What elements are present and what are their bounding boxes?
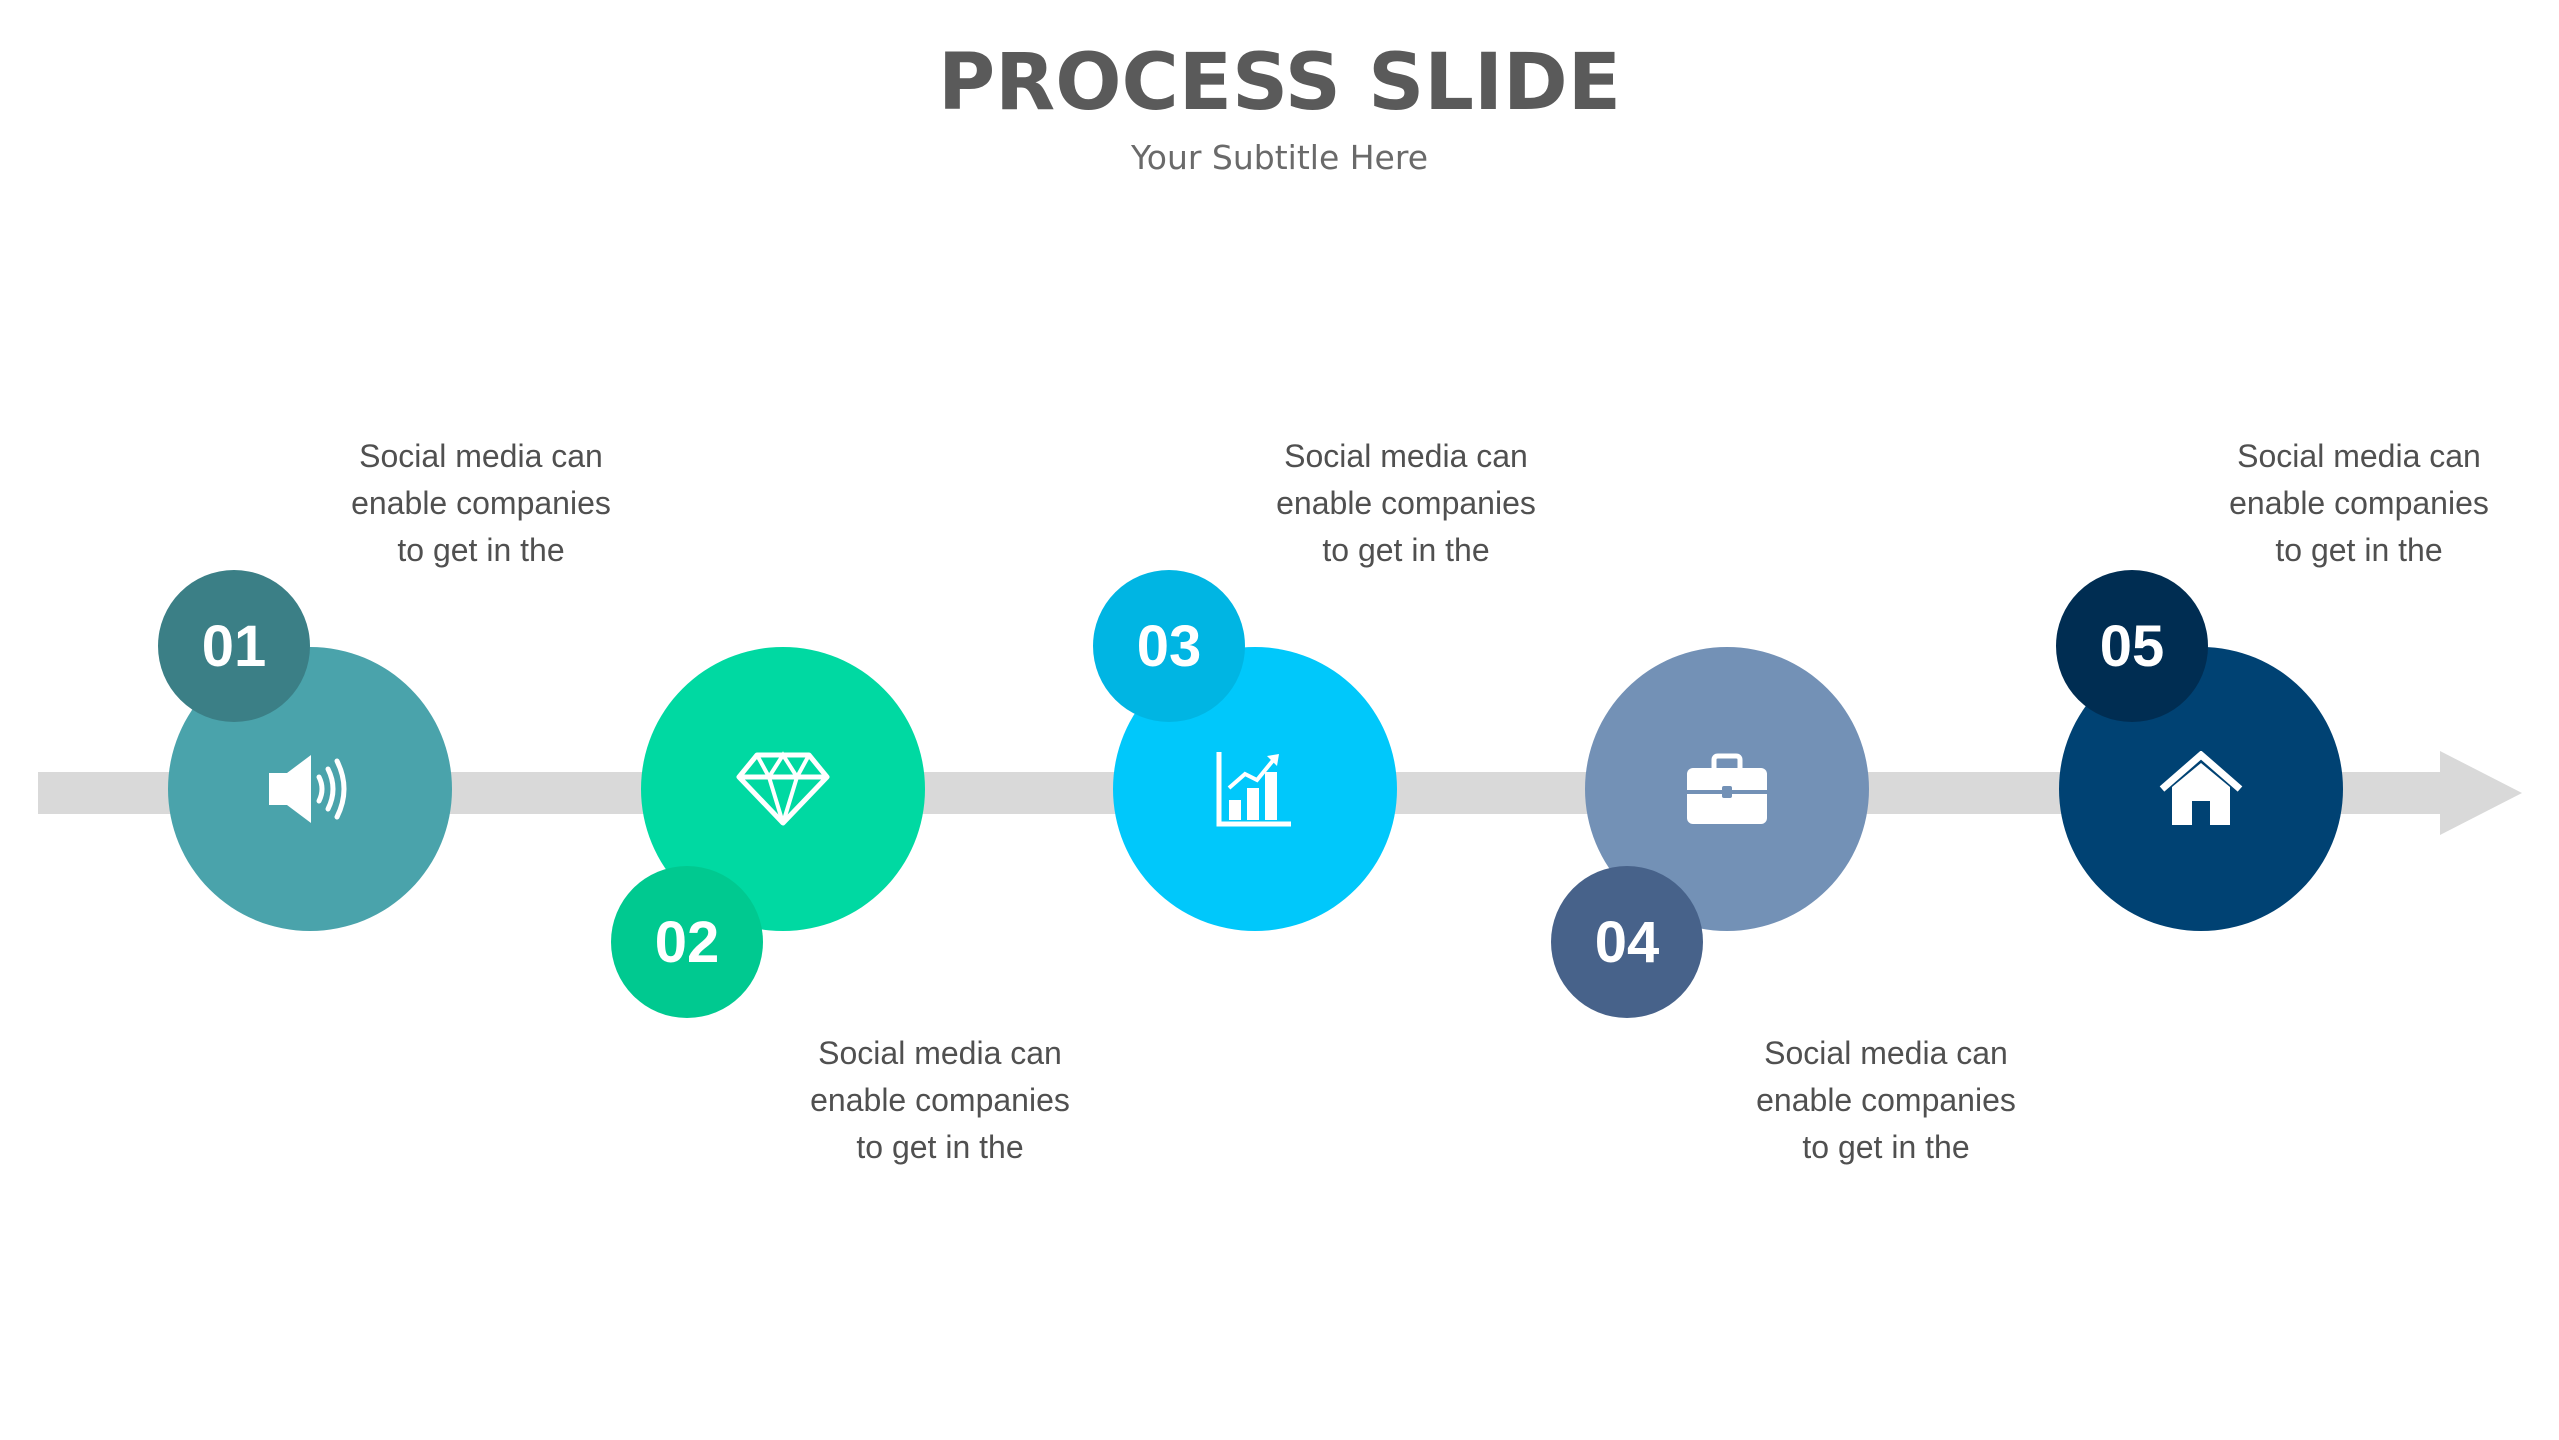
home-icon — [2158, 751, 2244, 827]
step-3-description: Social media can enable companies to get… — [1206, 433, 1606, 574]
step-5-description: Social media can enable companies to get… — [2159, 433, 2559, 574]
step-2-number-badge: 02 — [611, 866, 763, 1018]
step-3-number-badge: 03 — [1093, 570, 1245, 722]
step-1-description-line-2: enable companies — [351, 485, 611, 521]
step-1-description-line-3: to get in the — [397, 532, 565, 568]
briefcase-icon — [1684, 752, 1770, 826]
step-4-description: Social media can enable companies to get… — [1686, 1030, 2086, 1171]
step-5-number-badge: 05 — [2056, 570, 2208, 722]
step-5-description-line-1: Social media can — [2237, 438, 2481, 474]
step-5-description-line-2: enable companies — [2229, 485, 2489, 521]
bar-chart-icon — [1215, 750, 1295, 828]
step-1-number-badge: 01 — [158, 570, 310, 722]
slide-title: PROCESS SLIDE — [938, 38, 1621, 128]
slide-subtitle: Your Subtitle Here — [1130, 138, 1429, 177]
step-4-description-line-3: to get in the — [1802, 1129, 1970, 1165]
step-4-description-line-2: enable companies — [1756, 1082, 2016, 1118]
step-3-description-line-1: Social media can — [1284, 438, 1528, 474]
step-2-description-line-1: Social media can — [818, 1035, 1062, 1071]
step-3-description-line-3: to get in the — [1322, 532, 1490, 568]
megaphone-icon — [265, 749, 355, 829]
step-2-description: Social media can enable companies to get… — [740, 1030, 1140, 1171]
step-5-description-line-3: to get in the — [2275, 532, 2443, 568]
process-arrow-head — [2440, 751, 2522, 835]
step-2-description-line-2: enable companies — [810, 1082, 1070, 1118]
step-1-description-line-1: Social media can — [359, 438, 603, 474]
step-4-number-badge: 04 — [1551, 866, 1703, 1018]
step-2-description-line-3: to get in the — [856, 1129, 1024, 1165]
step-3-description-line-2: enable companies — [1276, 485, 1536, 521]
step-1-description: Social media can enable companies to get… — [281, 433, 681, 574]
step-4-description-line-1: Social media can — [1764, 1035, 2008, 1071]
diamond-icon — [735, 751, 831, 827]
